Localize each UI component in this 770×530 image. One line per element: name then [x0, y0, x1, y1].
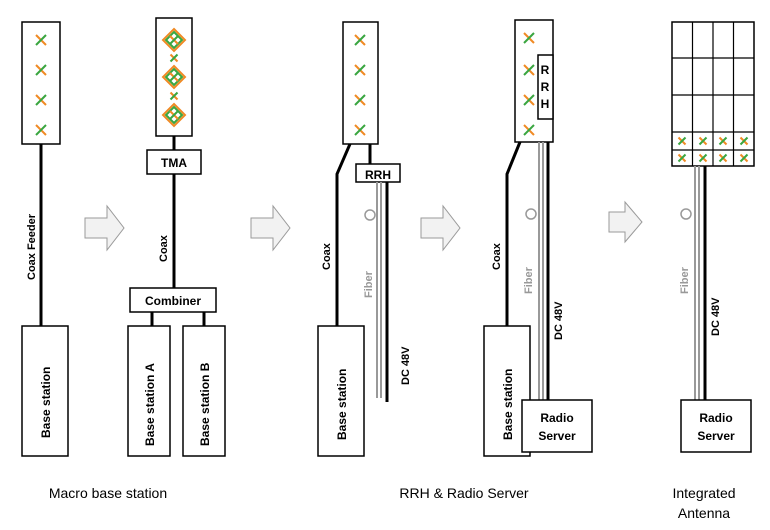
coax-label: Coax — [491, 242, 503, 270]
base-station-a-box — [127, 325, 171, 457]
base-station-label: Base station — [39, 367, 53, 438]
rrh-letter-h: H — [541, 97, 550, 111]
base-station-label: Base station — [335, 369, 349, 440]
rrh-letter-r: R — [541, 80, 550, 94]
fiber-connector-icon — [364, 209, 376, 221]
transition-arrow-icon — [250, 204, 291, 252]
radio-server-label-line1: Radio — [540, 411, 573, 425]
base-station-box — [21, 325, 69, 457]
radio-server-label-line2: Server — [538, 429, 576, 443]
panel-macro-combined: TMA Coax Combiner Base station A Base st… — [127, 17, 226, 457]
radio-server-box — [680, 399, 752, 453]
caption-integrated-line1: Integrated — [672, 485, 735, 501]
fiber-label: Fiber — [363, 270, 375, 298]
coax-feeder-label: Coax Feeder — [26, 213, 38, 280]
fiber-connector-icon — [525, 208, 537, 220]
integrated-rrh-box — [537, 54, 554, 120]
transition-arrow-icon — [420, 204, 461, 252]
combiner-label: Combiner — [145, 294, 201, 308]
dc-label: DC 48V — [710, 297, 722, 336]
caption-integrated-line2: Antenna — [678, 505, 730, 521]
antenna-panel — [21, 21, 61, 145]
coax-label: Coax — [321, 242, 333, 270]
base-station-box — [317, 325, 365, 457]
antenna-panel — [342, 21, 379, 145]
fiber-connector-icon — [680, 208, 692, 220]
panel-macro-single: Coax Feeder Base station — [21, 21, 69, 457]
rrh-letter-r: R — [541, 63, 550, 77]
base-station-a-label: Base station A — [143, 363, 157, 446]
tma-box — [146, 149, 202, 175]
base-station-b-box — [182, 325, 226, 457]
base-station-label: Base station — [501, 369, 515, 440]
caption-rrh-radio-server: RRH & Radio Server — [399, 485, 528, 501]
dc-label: DC 48V — [400, 346, 412, 385]
caption-macro: Macro base station — [49, 485, 167, 501]
transition-arrow-icon — [608, 200, 643, 244]
radio-server-box — [521, 399, 593, 453]
radio-server-label-line1: Radio — [699, 411, 732, 425]
dc-label: DC 48V — [553, 301, 565, 340]
coax-line — [505, 141, 522, 326]
combiner-box — [129, 287, 217, 313]
fiber-label: Fiber — [679, 266, 691, 294]
panel-rrh-radio-server: R R H Coax Fiber DC 48V Base station Rad… — [483, 19, 593, 457]
panel-integrated-antenna: Fiber DC 48V Radio Server — [671, 21, 755, 453]
tma-label: TMA — [161, 156, 187, 170]
radio-server-label-line2: Server — [697, 429, 735, 443]
transition-arrow-icon — [84, 204, 125, 252]
coax-label: Coax — [158, 234, 170, 262]
fiber-label: Fiber — [523, 266, 535, 294]
rrh-label: RRH — [365, 168, 391, 182]
coax-line — [335, 143, 352, 326]
base-station-b-label: Base station B — [198, 362, 212, 446]
panel-rrh: Coax RRH Fiber DC 48V Base station — [317, 21, 412, 457]
